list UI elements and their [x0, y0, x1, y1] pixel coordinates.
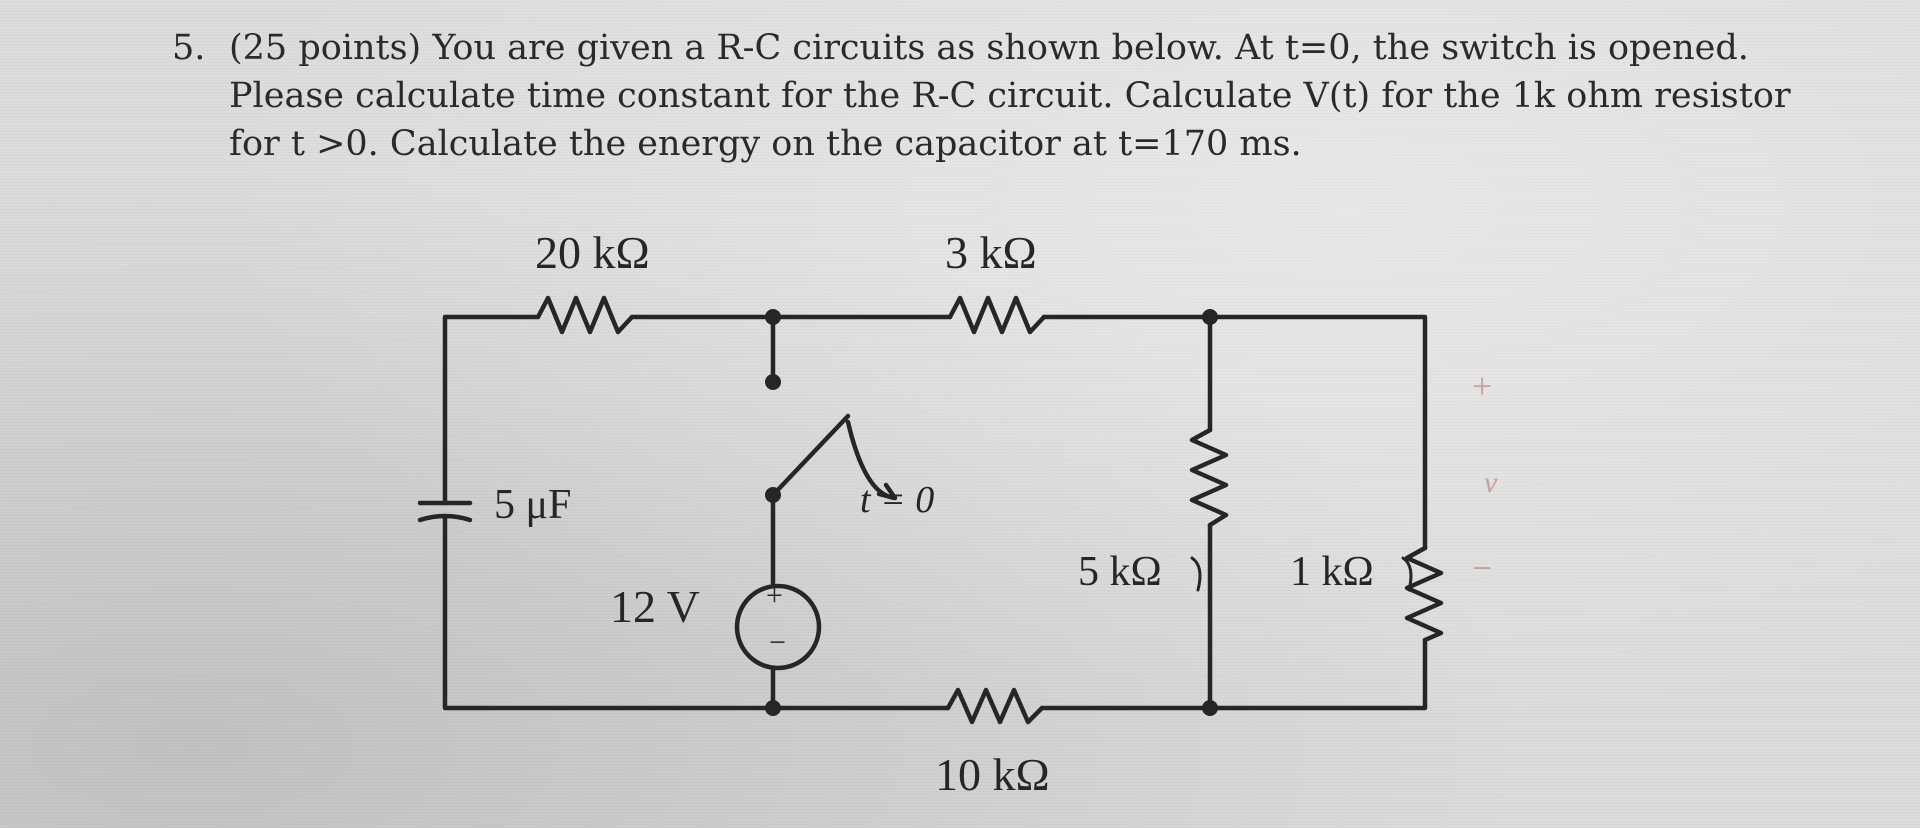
resistor-3k — [947, 295, 1047, 335]
label-switch-time: t = 0 — [860, 479, 934, 521]
source-minus-sign: − — [769, 626, 786, 659]
bracket-1k — [1401, 556, 1413, 592]
node-top-right — [1202, 309, 1218, 325]
voltage-source — [734, 583, 822, 671]
switch-arrow — [845, 419, 898, 501]
label-r10k: 10 kΩ — [935, 749, 1050, 800]
resistor-20k — [535, 295, 635, 335]
node-bottom-left — [765, 700, 781, 716]
node-switch-bottom — [765, 487, 781, 503]
wire-bottom-right — [1039, 637, 1428, 711]
bracket-5k — [1190, 556, 1202, 592]
problem-line-3: for t >0. Calculate the energy on the ca… — [229, 124, 1302, 164]
voltage-plus-sign: + — [1472, 366, 1492, 406]
node-switch-top — [765, 374, 781, 390]
label-capacitor: 5 μF — [494, 482, 571, 528]
label-r5k: 5 kΩ — [1078, 549, 1162, 595]
voltage-minus-sign: − — [1472, 548, 1492, 588]
problem-line-2: Please calculate time constant for the R… — [229, 76, 1791, 116]
wire-top-right — [1041, 314, 1428, 551]
resistor-10k — [945, 687, 1045, 725]
label-r20k: 20 kΩ — [535, 227, 650, 278]
label-source: 12 V — [610, 581, 700, 632]
problem-line-1: (25 points) You are given a R-C circuits… — [229, 28, 1749, 68]
label-r3k: 3 kΩ — [945, 227, 1037, 278]
problem-text: (25 points) You are given a R-C circuits… — [229, 24, 1791, 168]
source-plus-sign: + — [766, 579, 783, 612]
wire-left-bottom — [442, 515, 776, 711]
node-bottom-right — [1202, 700, 1218, 716]
resistor-5k — [1189, 427, 1229, 528]
switch-blade — [770, 413, 851, 498]
voltage-label: v — [1484, 466, 1498, 499]
problem-number: 5. — [172, 28, 206, 68]
label-r1k: 1 kΩ — [1290, 549, 1374, 595]
wire-top-left — [442, 314, 541, 506]
resistor-1k — [1404, 545, 1444, 643]
node-top-switch — [765, 309, 781, 325]
